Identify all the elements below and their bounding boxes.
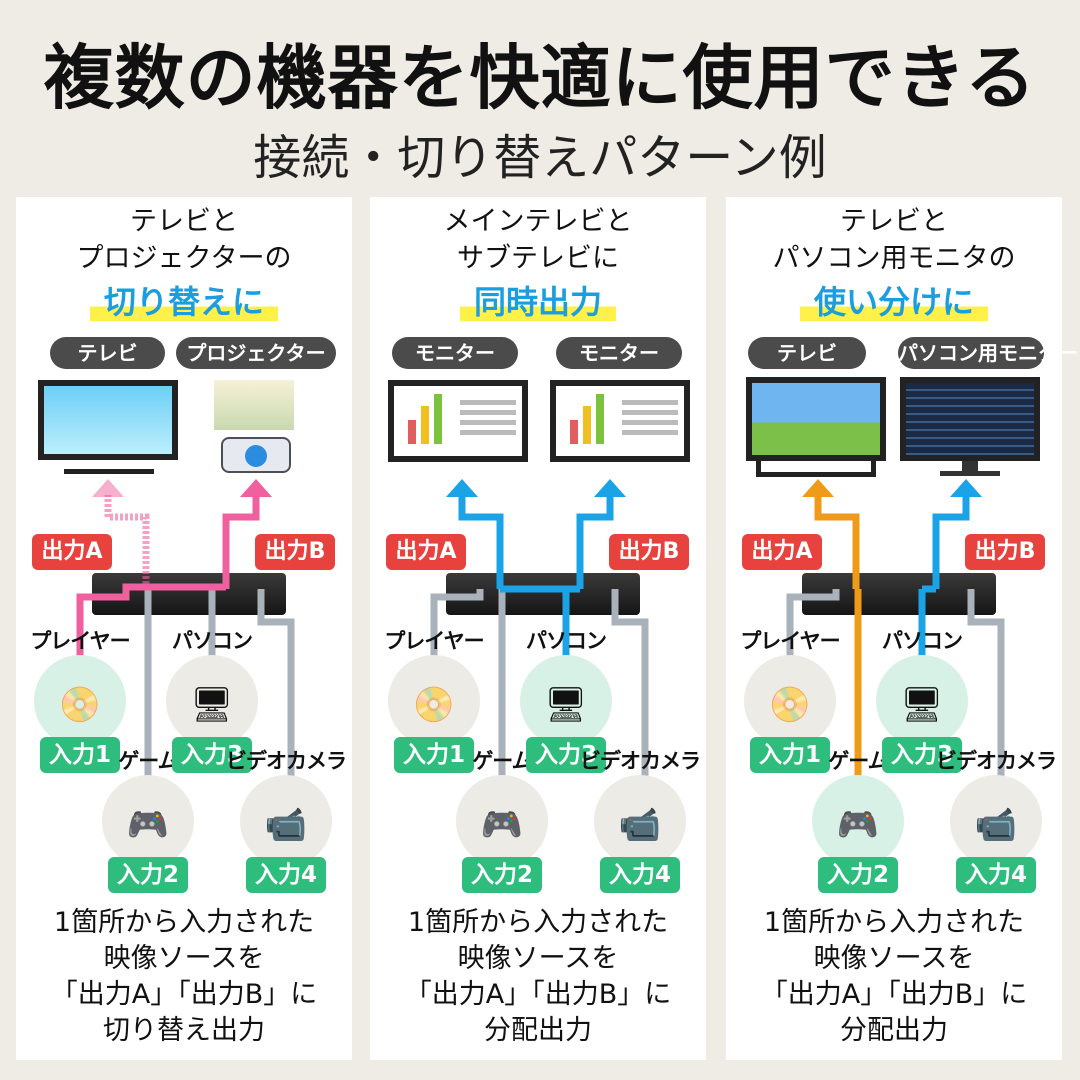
input-device-circle: 🎮: [456, 775, 548, 867]
input-device-label: ゲーム: [472, 749, 532, 773]
panel-heading: テレビとプロジェクターの: [76, 206, 292, 274]
connection-lines: [786, 479, 1005, 797]
connection-lines: [76, 479, 295, 797]
input-device-label: ビデオカメラ: [936, 749, 1057, 773]
panel-switching: テレビとプロジェクターの 切り替えにテレビプロジェクター 出力A 出力B 📀 プレ…: [16, 197, 352, 1060]
game-icon: 🎮: [126, 805, 170, 845]
pc-icon: 🖥: [900, 685, 944, 725]
input-badge: 入力1: [750, 737, 830, 773]
input-device-label: プレイヤー: [740, 629, 840, 653]
camera-icon: 📹: [974, 805, 1018, 845]
projector-icon: [221, 437, 291, 473]
input-badge: 入力4: [600, 857, 680, 893]
input-device-circle: 📀: [388, 655, 480, 747]
pc-icon: 🖥: [190, 685, 234, 725]
panel-heading: テレビとパソコン用モニタの: [772, 206, 1016, 274]
input-badge: 入力4: [246, 857, 326, 893]
input-device-circle: 🎮: [812, 775, 904, 867]
output-b-badge: 出力B: [255, 534, 335, 570]
input-badge: 入力1: [40, 737, 120, 773]
input-device-label: ビデオカメラ: [226, 749, 347, 773]
camera-icon: 📹: [264, 805, 308, 845]
input-badge: 入力1: [394, 737, 474, 773]
pc-icon: 🖥: [544, 685, 588, 725]
input-device-label: ゲーム: [118, 749, 178, 773]
input-device-circle: 📹: [950, 775, 1042, 867]
output-b-badge: 出力B: [965, 534, 1045, 570]
input-device-circle: 📹: [594, 775, 686, 867]
input-device-label: ゲーム: [828, 749, 888, 773]
input-device-label: パソコン: [882, 629, 963, 653]
display-tag: テレビ: [748, 337, 866, 369]
pc-monitor-code-screen: [900, 377, 1040, 461]
input-badge: 入力2: [462, 857, 542, 893]
output-a-badge: 出力A: [386, 534, 466, 570]
page-title: 複数の機器を快適に使用できる: [43, 37, 1037, 119]
player-icon: 📀: [412, 685, 456, 725]
panel-separate-use: テレビとパソコン用モニタの 使い分けにテレビパソコン用モニター 出力A 出力B📀…: [726, 197, 1078, 1060]
tv-stand-icon: [756, 461, 876, 477]
input-device-label: パソコン: [172, 629, 253, 653]
panel-highlight: 使い分けに: [726, 277, 1062, 323]
projected-image: [214, 380, 294, 430]
input-device-circle: 📀: [744, 655, 836, 747]
tv-icon: [38, 380, 178, 460]
input-badge: 入力3: [172, 737, 252, 773]
player-icon: 📀: [768, 685, 812, 725]
input-badge: 入力4: [956, 857, 1036, 893]
input-device-circle: 📹: [240, 775, 332, 867]
input-badge: 入力2: [108, 857, 188, 893]
input-device-label: プレイヤー: [30, 629, 130, 653]
connection-lines: [430, 479, 649, 797]
monitor-chart-icon: [550, 380, 690, 462]
panel-heading: メインテレビとサブテレビに: [443, 206, 633, 274]
panel-description: 1箇所から入力された映像ソースを「出力A」「出力B」に分配出力: [760, 907, 1028, 1046]
input-device-circle: 🖥: [876, 655, 968, 747]
camera-icon: 📹: [618, 805, 662, 845]
display-tag: プロジェクター: [176, 337, 336, 369]
display-tag: テレビ: [50, 337, 165, 369]
input-device-circle: 🖥: [520, 655, 612, 747]
panel-description: 1箇所から入力された映像ソースを「出力A」「出力B」に分配出力: [404, 907, 672, 1046]
tv-stand-icon: [64, 460, 154, 474]
input-badge: 入力2: [818, 857, 898, 893]
display-tag: モニター: [556, 337, 682, 369]
input-device-label: ビデオカメラ: [580, 749, 701, 773]
input-badge: 入力3: [526, 737, 606, 773]
display-tag: モニター: [392, 337, 518, 369]
monitor-chart-icon: [388, 380, 528, 462]
game-icon: 🎮: [480, 805, 524, 845]
input-device-circle: 📀: [34, 655, 126, 747]
page-subtitle: 接続・切り替えパターン例: [253, 130, 827, 186]
panel-distribution: メインテレビとサブテレビに 同時出力モニター モニター 出力A 出力B 📀 プレイヤ…: [370, 197, 706, 1060]
output-a-badge: 出力A: [32, 534, 112, 570]
player-icon: 📀: [58, 685, 102, 725]
panel-highlight: 同時出力: [370, 277, 706, 323]
panel-highlight: 切り替えに: [16, 277, 352, 323]
output-a-badge: 出力A: [742, 534, 822, 570]
input-device-label: パソコン: [526, 629, 607, 653]
input-device-label: プレイヤー: [384, 629, 484, 653]
input-device-circle: 🖥: [166, 655, 258, 747]
game-icon: 🎮: [836, 805, 880, 845]
output-b-badge: 出力B: [609, 534, 689, 570]
tv-game-screen: [746, 377, 886, 461]
input-device-circle: 🎮: [102, 775, 194, 867]
panel-description: 1箇所から入力された映像ソースを「出力A」「出力B」に切り替え出力: [50, 907, 318, 1046]
input-badge: 入力3: [882, 737, 962, 773]
